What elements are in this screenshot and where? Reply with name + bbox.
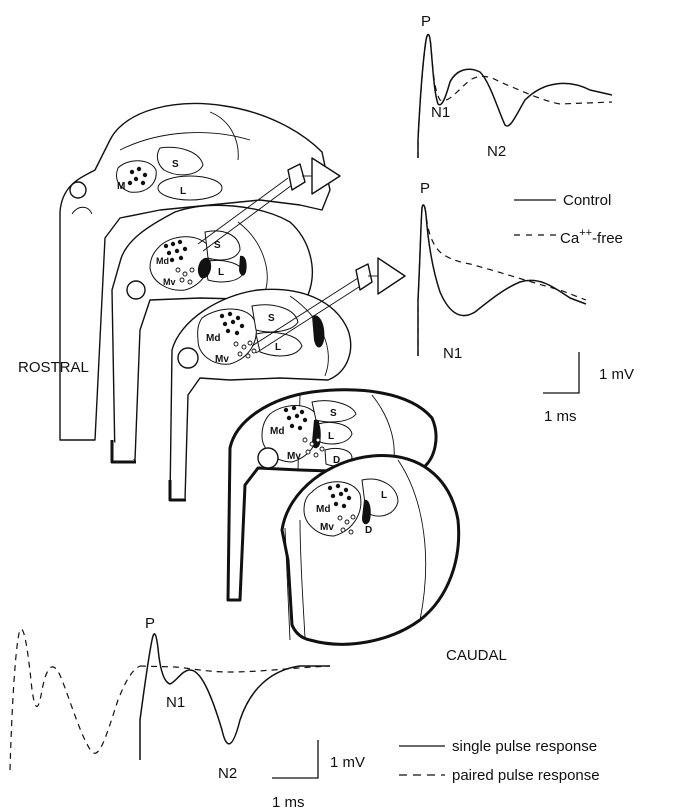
caudal-label: CAUDAL <box>446 647 507 664</box>
slice-5-label-md: Md <box>316 504 330 515</box>
lower-field-potential-trace <box>418 205 586 356</box>
lower-peak-p-label: P <box>420 180 430 197</box>
upper-peak-n2-label: N2 <box>487 143 506 160</box>
slice-1-label-l: L <box>180 186 186 197</box>
top-scale-voltage-label: 1 mV <box>599 366 634 383</box>
bottom-peak-n2-label: N2 <box>218 765 237 782</box>
bottom-legend: single pulse response paired pulse respo… <box>399 738 600 784</box>
slice-1-label-m: M <box>117 181 125 192</box>
slice-5-label-l: L <box>381 490 387 501</box>
slice-3-label-l: L <box>275 342 281 353</box>
brainstem-slice-5: Md L Mv D <box>282 456 459 645</box>
top-scale-bar: 1 mV 1 ms <box>543 352 634 425</box>
bottom-scale-voltage-label: 1 mV <box>330 754 365 771</box>
top-legend: Control Ca++-free <box>514 192 623 247</box>
upper-peak-n1-label: N1 <box>431 104 450 121</box>
paired-pulse-trace <box>10 629 140 770</box>
bottom-peak-p-label: P <box>145 615 155 632</box>
legend-control-label: Control <box>563 192 611 209</box>
slice-5-label-d: D <box>365 525 372 536</box>
slice-1-label-s: S <box>172 159 179 170</box>
slice-4-label-s: S <box>330 408 337 419</box>
slice-4-label-mv: Mv <box>287 451 301 462</box>
slice-4-label-md: Md <box>270 426 284 437</box>
rostral-label: ROSTRAL <box>18 359 89 376</box>
slice-3-label-s: S <box>268 313 275 324</box>
upper-field-potential-trace <box>418 34 612 158</box>
lower-peak-n1-label: N1 <box>443 345 462 362</box>
upper-peak-p-label: P <box>421 13 431 30</box>
legend-ca-free-label: Ca++-free <box>560 227 623 247</box>
bottom-scale-time-label: 1 ms <box>272 794 305 811</box>
legend-paired-pulse-label: paired pulse response <box>452 767 600 784</box>
slice-5-label-mv: Mv <box>320 522 334 533</box>
bottom-peak-n1-label: N1 <box>166 694 185 711</box>
slice-2-label-mv: Mv <box>163 277 176 287</box>
slice-4-label-l: L <box>328 431 334 442</box>
legend-single-pulse-label: single pulse response <box>452 738 597 755</box>
top-scale-time-label: 1 ms <box>544 408 577 425</box>
slice-3-label-md: Md <box>206 333 220 344</box>
bottom-scale-bar: 1 mV 1 ms <box>272 740 365 811</box>
slice-2-label-l: L <box>218 267 224 278</box>
slice-3-label-mv: Mv <box>215 354 229 365</box>
slice-2-label-md: Md <box>156 256 169 266</box>
